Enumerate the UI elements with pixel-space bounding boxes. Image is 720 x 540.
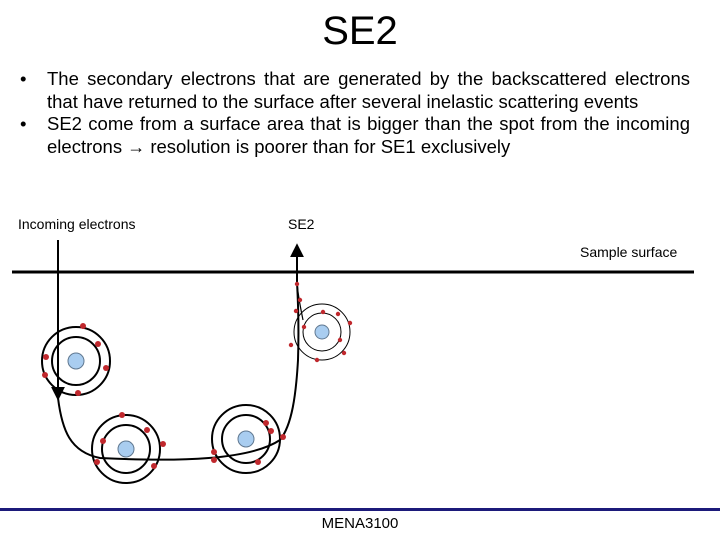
footer-text: MENA3100	[321, 515, 399, 532]
electron	[293, 308, 299, 314]
se2-label: SE2	[288, 216, 315, 232]
bullet-text-1: The secondary electrons that are generat…	[47, 68, 690, 112]
bullet-marker: •	[20, 113, 27, 134]
electron	[301, 324, 307, 330]
bullet-text-2: SE2 come from a surface area that is big…	[47, 113, 690, 157]
electron	[94, 459, 100, 465]
electron	[211, 449, 217, 455]
electron	[347, 320, 353, 326]
electron	[314, 357, 320, 363]
electron	[151, 463, 157, 469]
electron	[263, 420, 269, 426]
electron	[341, 350, 347, 356]
atom-nucleus	[117, 440, 135, 458]
sample-surface-label: Sample surface	[580, 244, 678, 260]
electron	[100, 438, 106, 444]
electron	[95, 341, 101, 347]
bullet-item-2: • SE2 come from a surface area that is b…	[20, 113, 690, 158]
atom-nucleus	[67, 352, 85, 370]
electron	[42, 372, 48, 378]
electron	[103, 365, 109, 371]
bullet-item-1: • The secondary electrons that are gener…	[20, 68, 690, 113]
electron	[268, 428, 274, 434]
incoming-electrons-label: Incoming electrons	[18, 216, 136, 232]
electron	[75, 390, 81, 396]
bullet-marker: •	[20, 68, 27, 89]
bullet-text-2-continued: resolution is poorer than for SE1 exclus…	[150, 135, 511, 157]
electron	[288, 342, 294, 348]
electron	[297, 297, 303, 303]
electron	[160, 441, 166, 447]
right-arrow-icon: →	[127, 136, 146, 157]
electron	[43, 354, 49, 360]
electron	[255, 459, 261, 465]
footer-bar	[0, 508, 720, 511]
electron	[211, 457, 217, 463]
electron	[337, 337, 343, 343]
electron	[119, 412, 125, 418]
electron	[280, 434, 286, 440]
electron	[335, 311, 341, 317]
electron	[144, 427, 150, 433]
electron	[294, 281, 300, 287]
slide-title: SE2	[322, 9, 398, 53]
backscattered-electron-path	[57, 281, 300, 461]
atom-2	[91, 412, 166, 484]
atom-4	[288, 281, 353, 363]
atom-nucleus	[237, 430, 255, 448]
atom-1	[41, 323, 111, 396]
electron	[80, 323, 86, 329]
atom-nucleus	[314, 324, 330, 340]
atom-3	[211, 404, 286, 474]
electron	[320, 309, 326, 315]
bullet-list: • The secondary electrons that are gener…	[20, 68, 690, 158]
